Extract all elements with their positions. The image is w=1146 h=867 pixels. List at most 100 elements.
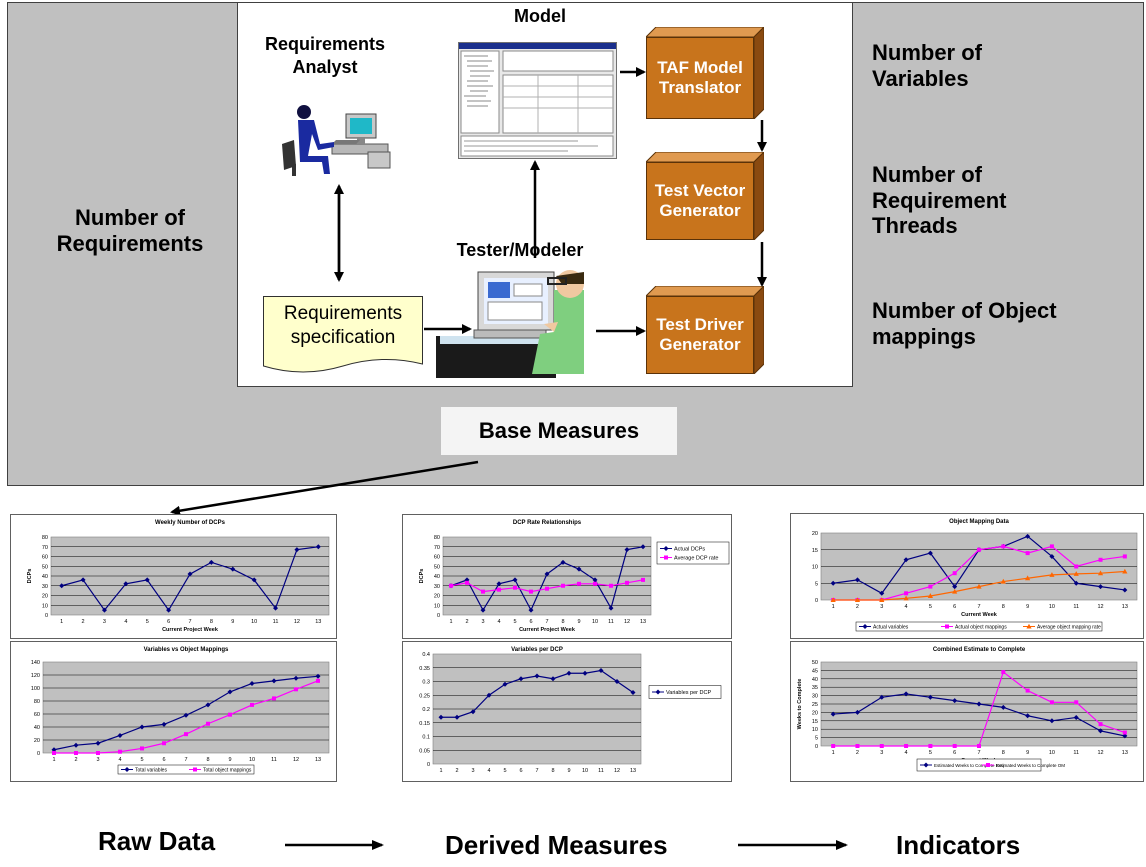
legend-marker: [1026, 623, 1032, 629]
data-point: [512, 577, 518, 583]
requirements-specification-label: Requirements specification: [283, 303, 403, 348]
x-tick-label: 2: [74, 757, 77, 763]
x-tick-label: 2: [465, 619, 468, 625]
data-point: [513, 585, 517, 590]
data-point: [184, 732, 188, 737]
x-tick-label: 6: [167, 619, 170, 625]
data-point: [1049, 553, 1055, 559]
x-tick-label: 6: [519, 768, 522, 774]
legend-label: Total object mappings: [203, 768, 252, 774]
y-tick-label: 25: [812, 702, 818, 708]
legend-label: Variables per DCP: [666, 690, 711, 696]
data-point: [608, 605, 614, 611]
data-point: [640, 544, 646, 550]
y-tick-label: 50: [42, 564, 48, 570]
legend-marker: [664, 555, 668, 560]
y-tick-label: 70: [434, 545, 440, 551]
x-tick-label: 1: [60, 619, 63, 625]
chart-title: Object Mapping Data: [949, 519, 1009, 525]
x-tick-label: 13: [630, 768, 636, 774]
data-point: [598, 668, 604, 673]
data-point: [496, 581, 502, 587]
data-point: [294, 687, 298, 692]
x-tick-label: 13: [1122, 604, 1128, 610]
x-tick-label: 13: [315, 619, 321, 625]
data-point: [228, 712, 232, 717]
data-point: [250, 702, 254, 707]
x-tick-label: 7: [188, 619, 191, 625]
x-tick-label: 8: [561, 619, 564, 625]
data-point: [230, 566, 236, 572]
x-tick-label: 1: [449, 619, 452, 625]
data-point: [454, 714, 460, 720]
data-point: [480, 607, 486, 613]
y-tick-label: 70: [42, 545, 48, 551]
data-point: [927, 694, 933, 700]
x-tick-label: 8: [1002, 750, 1005, 756]
y-tick-label: 0.25: [419, 693, 430, 699]
legend-label: Estimated Weeks to Complete OM: [996, 763, 1065, 768]
x-tick-label: 6: [162, 757, 165, 763]
data-point: [1098, 557, 1103, 562]
y-tick-label: 0.05: [419, 748, 430, 754]
x-tick-label: 11: [608, 619, 614, 625]
data-point: [1098, 722, 1103, 727]
legend-marker: [862, 624, 868, 629]
data-point: [593, 581, 597, 586]
chart-title: DCP Rate Relationships: [513, 520, 582, 526]
y-tick-label: 10: [812, 727, 818, 733]
data-point: [879, 590, 885, 596]
data-point: [854, 577, 860, 583]
x-tick-label: 5: [146, 619, 149, 625]
y-tick-label: 20: [812, 531, 818, 537]
x-tick-label: 5: [929, 604, 932, 610]
base-measures-label-box: Base Measures: [441, 407, 677, 455]
data-point: [879, 744, 884, 748]
data-point: [205, 702, 211, 708]
y-tick-label: 0.3: [422, 680, 430, 686]
data-point: [624, 547, 630, 553]
legend-box: [916, 758, 1042, 772]
x-tick-label: 11: [273, 619, 279, 625]
x-tick-label: 2: [455, 768, 458, 774]
x-tick-label: 12: [293, 757, 299, 763]
plot-area: [42, 661, 330, 754]
data-point: [1073, 571, 1079, 576]
x-tick-label: 9: [577, 619, 580, 625]
stage-flow-arrows: [285, 840, 848, 850]
data-point: [80, 577, 86, 583]
x-tick-label: 5: [503, 768, 506, 774]
y-tick-label: 0.4: [422, 652, 430, 658]
data-point: [1025, 575, 1031, 581]
data-point: [162, 741, 166, 746]
x-tick-label: 12: [1097, 750, 1103, 756]
legend-label: Average DCP rate: [674, 556, 718, 562]
x-tick-label: 4: [497, 619, 500, 625]
y-tick-label: 40: [34, 725, 40, 731]
data-point: [952, 584, 958, 590]
data-point: [502, 681, 508, 687]
data-point: [952, 588, 958, 594]
x-tick-label: 4: [118, 757, 121, 763]
y-tick-label: 0.15: [419, 721, 430, 727]
y-tick-label: 120: [31, 673, 40, 679]
y-tick-label: 20: [42, 594, 48, 600]
data-point: [470, 709, 476, 715]
data-point: [123, 581, 129, 587]
x-tick-label: 12: [1097, 604, 1103, 610]
x-tick-label: 8: [206, 757, 209, 763]
data-point: [1073, 714, 1079, 720]
data-point: [315, 544, 321, 550]
y-tick-label: 60: [434, 555, 440, 561]
x-tick-label: 11: [1073, 750, 1079, 756]
data-point: [449, 583, 453, 588]
data-point: [927, 593, 933, 598]
y-tick-label: 5: [815, 581, 818, 587]
data-point: [952, 744, 957, 748]
data-point: [273, 605, 279, 611]
x-tick-label: 9: [567, 768, 570, 774]
legend-box: [117, 764, 255, 775]
data-point: [904, 591, 909, 596]
legend-box: [648, 685, 722, 699]
base-measures-label: Base Measures: [478, 418, 640, 444]
